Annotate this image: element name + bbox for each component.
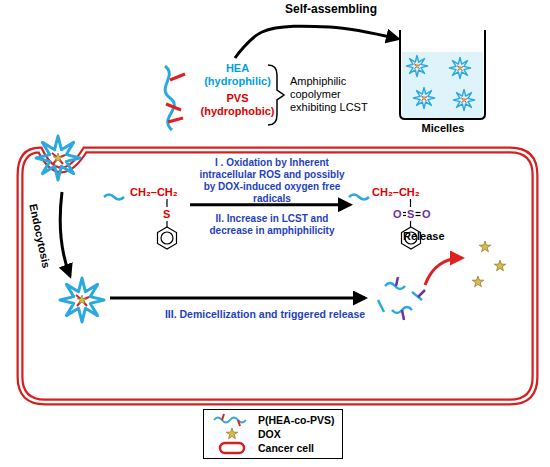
- edge-label: Self-assembling: [283, 2, 379, 16]
- dox-star: [479, 241, 491, 252]
- legend-label: DOX: [258, 428, 281, 440]
- endocytosis-arrow: [60, 192, 70, 276]
- legend-row: DOX: [212, 427, 334, 441]
- oxygen-atom: O: [422, 208, 431, 221]
- sulfide-bonds: [158, 199, 177, 249]
- beaker-water: [402, 52, 483, 118]
- micelle: [60, 278, 104, 322]
- micelles-label: Micelles: [398, 122, 488, 135]
- copolymer-label: Amphiphilic copolymer exhibiting LCST: [290, 75, 388, 114]
- sulfone-structure: CH₂–CH₂OSO: [350, 183, 450, 253]
- sulfur-atom: S: [407, 208, 414, 221]
- hydrophilic-label: HEA (hydrophilic): [200, 62, 275, 88]
- cancer-cell: [20, 150, 535, 402]
- micelle-beaker: Micelles: [398, 28, 490, 137]
- legend-swatch: [212, 441, 252, 455]
- legend-label: Cancer cell: [258, 442, 314, 454]
- micelle: [449, 57, 470, 78]
- release-label: Release: [403, 230, 445, 242]
- step-label: III. Demicellization and triggered relea…: [140, 308, 390, 320]
- hydrophobic-label: PVS (hydrophobic): [200, 92, 275, 118]
- micelle: [453, 89, 474, 110]
- pvs-side-chains: [166, 74, 185, 122]
- legend-row: Cancer cell: [212, 441, 334, 455]
- release-arrow: [110, 297, 365, 300]
- polymer-fragments: [378, 277, 425, 320]
- dox-star: [472, 276, 484, 287]
- sulfur-atom: S: [163, 208, 170, 221]
- beaker: [400, 30, 485, 119]
- micelle: [413, 87, 434, 108]
- step-label: II. Increase in LCST and decrease in amp…: [198, 213, 346, 237]
- oxygen-atom: O: [393, 208, 402, 221]
- step-label: I . Oxidation by Inherent intracellular …: [198, 157, 346, 205]
- sulfide-structure: CH₂–CH₂ S: [105, 183, 190, 253]
- micelle: [406, 55, 427, 76]
- legend-swatch: [212, 413, 252, 427]
- release-arrow: [425, 258, 462, 285]
- connector-arrow: [235, 26, 398, 58]
- legend-label: P(HEA-co-PVS): [258, 414, 334, 426]
- chain-label: CH₂–CH₂: [372, 186, 420, 199]
- backbone: [349, 195, 369, 200]
- cell-membrane-gap: [20, 150, 535, 402]
- step-label: Endocytosis: [27, 203, 52, 269]
- legend-row: P(HEA-co-PVS): [212, 413, 334, 427]
- backbone: [104, 195, 124, 200]
- dox-star: [494, 260, 506, 271]
- legend-swatch: [212, 427, 252, 441]
- micelle: [36, 136, 80, 180]
- copolymer-block: HEA (hydrophilic) PVS (hydrophobic) Amphip…: [150, 58, 390, 133]
- chain-label: CH₂–CH₂: [130, 186, 178, 199]
- legend-box: P(HEA-co-PVS) DOX Cancer cell: [203, 409, 343, 459]
